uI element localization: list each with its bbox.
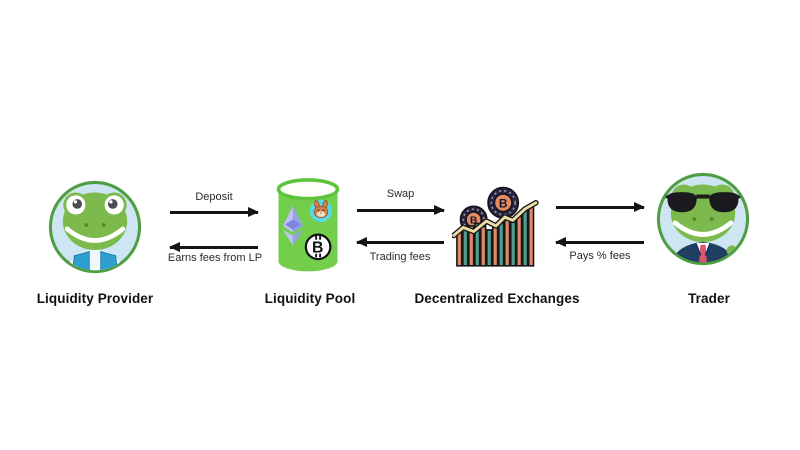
edge-label-deposit: Deposit bbox=[195, 191, 233, 203]
liquidity-pool-cylinder-icon: B bbox=[276, 178, 340, 272]
bitcoin-coin-icon: B bbox=[487, 186, 520, 219]
edge-label-trading-fees: Trading fees bbox=[369, 251, 431, 263]
arrow-deposit bbox=[170, 207, 259, 216]
arrow-earns-fees bbox=[169, 242, 258, 251]
bitcoin-icon: B bbox=[304, 233, 332, 261]
dex-trend-line bbox=[452, 199, 539, 239]
edge-label-earns-fees: Earns fees from LP bbox=[167, 252, 263, 264]
liquidity-pool-node: B bbox=[272, 172, 344, 280]
decentralized-exchanges-label: Decentralized Exchanges bbox=[414, 291, 580, 306]
svg-text:B: B bbox=[499, 197, 508, 211]
svg-text:B: B bbox=[312, 240, 323, 257]
liquidity-pool-label: Liquidity Pool bbox=[264, 291, 356, 306]
ethereum-icon bbox=[282, 205, 303, 246]
edge-label-swap: Swap bbox=[386, 188, 415, 200]
liquidity-provider-node bbox=[47, 179, 143, 275]
liquidity-provider-label: Liquidity Provider bbox=[36, 291, 154, 306]
trader-node bbox=[655, 171, 751, 267]
svg-text:B: B bbox=[470, 216, 478, 227]
decentralized-exchanges-node: B B bbox=[452, 186, 540, 269]
dex-bar-chart-icon: B B bbox=[452, 186, 539, 267]
gecko-trader-avatar-icon bbox=[656, 172, 750, 266]
arrow-dex-to-trader bbox=[556, 202, 645, 211]
edge-label-pays-fees: Pays % fees bbox=[569, 250, 631, 262]
arrow-pays-fees bbox=[555, 237, 644, 246]
pancakeswap-bunny-icon bbox=[309, 199, 333, 223]
arrow-swap bbox=[357, 205, 445, 214]
trader-label: Trader bbox=[688, 291, 730, 306]
cylinder-top bbox=[276, 178, 340, 201]
gecko-provider-avatar-icon bbox=[48, 180, 142, 274]
arrow-trading-fees bbox=[356, 237, 444, 246]
